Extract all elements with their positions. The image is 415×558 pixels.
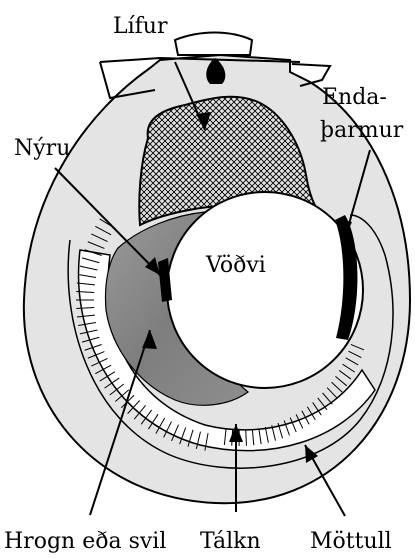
gill-rib: [246, 430, 247, 446]
label-enda: Enda-: [322, 85, 387, 110]
label-lifur: Lífur: [113, 14, 168, 39]
label-nyru: Nýru: [14, 136, 70, 161]
label-tharmur: þarmur: [320, 118, 404, 143]
adductor-muscle: [167, 192, 363, 388]
label-hrogn: Hrogn eða svil: [4, 529, 166, 554]
label-vodvi: Vöðvi: [205, 253, 266, 278]
label-talkn: Tálkn: [200, 529, 261, 554]
label-mottull: Möttull: [310, 529, 392, 554]
